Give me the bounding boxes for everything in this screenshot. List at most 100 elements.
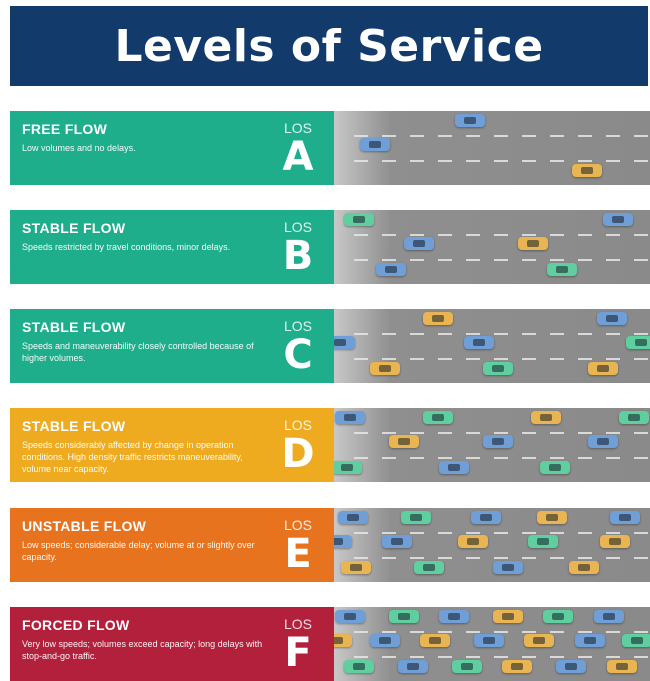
car-icon <box>341 561 371 574</box>
car-icon <box>474 634 504 647</box>
lane-marking <box>606 234 620 236</box>
lane-marking <box>410 135 424 137</box>
lane-marking <box>354 532 368 534</box>
lane-marking <box>438 135 452 137</box>
lane-marking <box>438 333 452 335</box>
lane-marking <box>466 656 480 658</box>
car-icon <box>334 634 352 647</box>
los-grade: B <box>282 233 314 279</box>
flow-description: Low volumes and no delays. <box>22 143 136 153</box>
lane-marking <box>494 333 508 335</box>
lane-marking <box>634 160 648 162</box>
car-icon <box>334 336 355 349</box>
lane-marking <box>550 432 564 434</box>
lane-marking <box>550 160 564 162</box>
car-icon <box>376 263 406 276</box>
lane-marking <box>606 259 620 261</box>
car-icon <box>389 435 419 448</box>
car-icon <box>502 660 532 673</box>
car-icon <box>569 561 599 574</box>
car-icon <box>543 610 573 623</box>
lane-marking <box>550 457 564 459</box>
lane-marking <box>550 135 564 137</box>
lane-marking <box>550 656 564 658</box>
lane-marking <box>438 532 452 534</box>
lane-marking <box>382 457 396 459</box>
car-icon <box>607 660 637 673</box>
lane-marking <box>466 532 480 534</box>
lane-marking <box>382 631 396 633</box>
car-icon <box>493 610 523 623</box>
lane-marking <box>410 358 424 360</box>
car-icon <box>597 312 627 325</box>
car-icon <box>401 511 431 524</box>
lane-marking <box>606 532 620 534</box>
flow-description: Low speeds; considerable delay; volume a… <box>22 540 255 562</box>
lane-marking <box>466 358 480 360</box>
lane-marking <box>550 234 564 236</box>
car-icon <box>423 411 453 424</box>
lane-marking <box>578 358 592 360</box>
car-icon <box>370 362 400 375</box>
car-icon <box>626 336 650 349</box>
lane-marking <box>522 358 536 360</box>
car-icon <box>439 610 469 623</box>
lane-marking <box>494 457 508 459</box>
lane-marking <box>578 259 592 261</box>
car-icon <box>423 312 453 325</box>
lane-marking <box>522 160 536 162</box>
lane-marking <box>466 557 480 559</box>
car-icon <box>335 411 365 424</box>
lane-marking <box>634 656 648 658</box>
lane-marking <box>522 532 536 534</box>
car-icon <box>420 634 450 647</box>
lane-marking <box>634 358 648 360</box>
flow-title: UNSTABLE FLOW <box>22 518 147 534</box>
car-icon <box>335 610 365 623</box>
lane-marking <box>354 457 368 459</box>
lane-marking <box>438 259 452 261</box>
los-grade: A <box>282 134 314 180</box>
car-icon <box>458 535 488 548</box>
lane-marking <box>466 135 480 137</box>
lane-marking <box>354 631 368 633</box>
page-title: Levels of Service <box>114 20 544 72</box>
lane-marking <box>382 160 396 162</box>
car-icon <box>334 535 352 548</box>
lane-marking <box>438 656 452 658</box>
lane-marking <box>354 358 368 360</box>
lane-marking <box>410 160 424 162</box>
los-label: LOS <box>283 318 312 334</box>
flow-title: STABLE FLOW <box>22 319 126 335</box>
lane-marking <box>606 457 620 459</box>
lane-marking <box>634 333 648 335</box>
lane-marking <box>494 358 508 360</box>
lane-marking <box>410 333 424 335</box>
lane-marking <box>466 259 480 261</box>
lane-marking <box>494 656 508 658</box>
lane-marking <box>494 259 508 261</box>
lane-marking <box>634 259 648 261</box>
lane-marking <box>578 234 592 236</box>
lane-marking <box>354 259 368 261</box>
car-icon <box>588 435 618 448</box>
lane-marking <box>410 656 424 658</box>
lane-marking <box>438 358 452 360</box>
lane-marking <box>382 557 396 559</box>
title-banner: Levels of Service <box>10 6 648 86</box>
lane-marking <box>382 259 396 261</box>
car-icon <box>524 634 554 647</box>
lane-marking <box>606 656 620 658</box>
car-icon <box>594 610 624 623</box>
lane-marking <box>438 557 452 559</box>
lane-marking <box>494 631 508 633</box>
flow-description: Very low speeds; volumes exceed capacity… <box>22 639 263 661</box>
car-icon <box>588 362 618 375</box>
road-illustration <box>334 607 650 681</box>
